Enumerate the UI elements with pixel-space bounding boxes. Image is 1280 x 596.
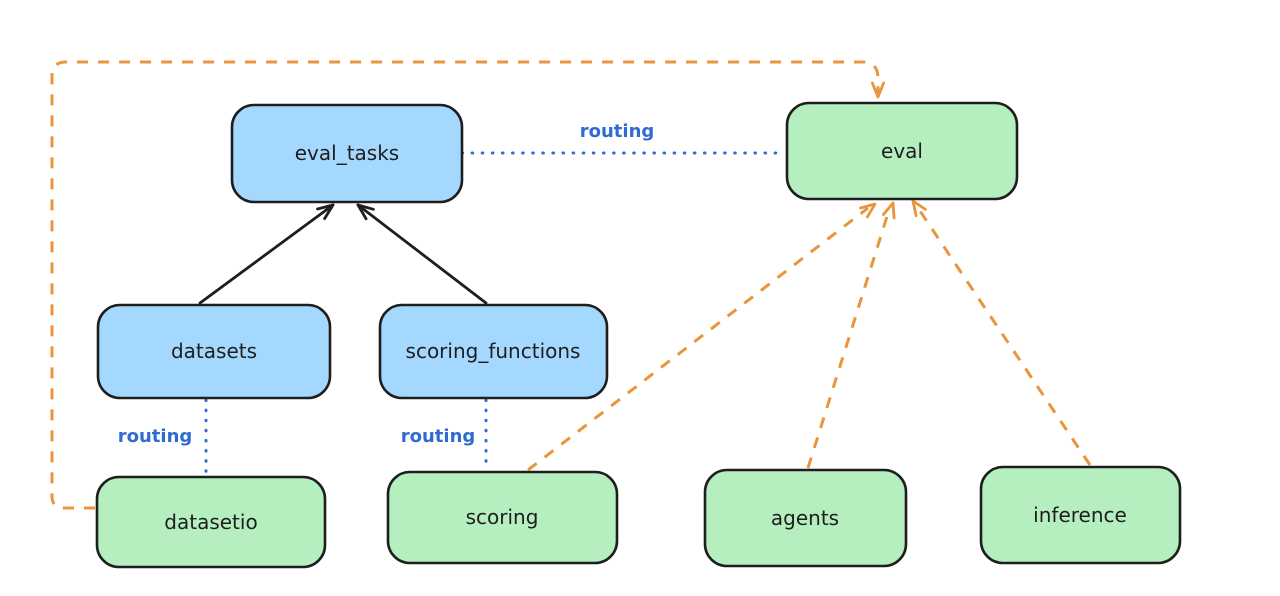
node-datasets-label: datasets bbox=[171, 339, 257, 363]
edge-label-routing-middle: routing bbox=[401, 426, 476, 447]
node-eval-tasks-shape bbox=[230, 103, 464, 204]
edge-scoring-functions-to-eval-tasks-line bbox=[356, 203, 488, 305]
node-agents-label: agents bbox=[771, 506, 839, 530]
node-scoring-label: scoring bbox=[466, 505, 539, 529]
node-datasets: datasets bbox=[96, 303, 332, 400]
node-scoring-functions: scoring_functions bbox=[378, 303, 609, 400]
node-eval-label: eval bbox=[881, 139, 923, 163]
edge-agents-to-eval-line bbox=[806, 206, 892, 469]
edge-scoring-functions-to-eval-tasks bbox=[356, 203, 488, 305]
edge-datasets-to-eval-tasks-arrowhead bbox=[316, 203, 335, 220]
edge-scoring-functions-to-eval-tasks-arrowhead bbox=[356, 203, 375, 221]
edge-scoring-to-eval bbox=[527, 202, 877, 472]
edge-scoring-to-eval-arrowhead bbox=[859, 202, 877, 219]
node-scoring-shape bbox=[386, 470, 619, 565]
edge-agents-to-eval bbox=[806, 201, 896, 469]
node-scoring: scoring bbox=[386, 470, 619, 565]
node-inference-label: inference bbox=[1033, 503, 1127, 527]
edge-datasetio-to-eval-line bbox=[50, 60, 880, 510]
edge-datasetio-to-eval-arrowhead bbox=[871, 81, 885, 99]
node-agents: agents bbox=[703, 468, 908, 568]
node-agents-shape bbox=[703, 468, 908, 568]
edge-datasets-to-eval-tasks bbox=[198, 203, 335, 305]
edge-inference-to-eval-arrowhead bbox=[911, 199, 927, 218]
node-inference-shape bbox=[979, 465, 1182, 565]
node-eval: eval bbox=[785, 101, 1019, 201]
node-eval-tasks-label: eval_tasks bbox=[295, 141, 399, 165]
edge-agents-to-eval-arrowhead bbox=[882, 201, 896, 220]
edge-datasetio-to-eval bbox=[50, 60, 885, 510]
node-eval-shape bbox=[785, 101, 1019, 201]
node-datasetio-label: datasetio bbox=[164, 510, 257, 534]
node-eval-tasks: eval_tasks bbox=[230, 103, 464, 204]
node-scoring-functions-shape bbox=[378, 303, 609, 400]
node-datasetio: datasetio bbox=[95, 475, 327, 569]
edge-eval-tasks-to-eval: routing bbox=[460, 121, 787, 155]
edge-scoring-to-eval-line bbox=[527, 206, 869, 472]
edge-datasets-to-datasetio: routing bbox=[118, 398, 208, 476]
edge-inference-to-eval bbox=[911, 199, 1092, 466]
edge-label-routing-top: routing bbox=[580, 121, 655, 142]
edge-inference-to-eval-line bbox=[914, 204, 1092, 466]
edge-label-routing-left: routing bbox=[118, 426, 193, 447]
node-datasets-shape bbox=[96, 303, 332, 400]
node-inference: inference bbox=[979, 465, 1182, 565]
edge-scoring-functions-to-scoring: routing bbox=[401, 398, 488, 471]
edge-datasets-to-eval-tasks-line bbox=[198, 203, 335, 305]
node-datasetio-shape bbox=[95, 475, 327, 569]
node-scoring-functions-label: scoring_functions bbox=[406, 339, 581, 363]
